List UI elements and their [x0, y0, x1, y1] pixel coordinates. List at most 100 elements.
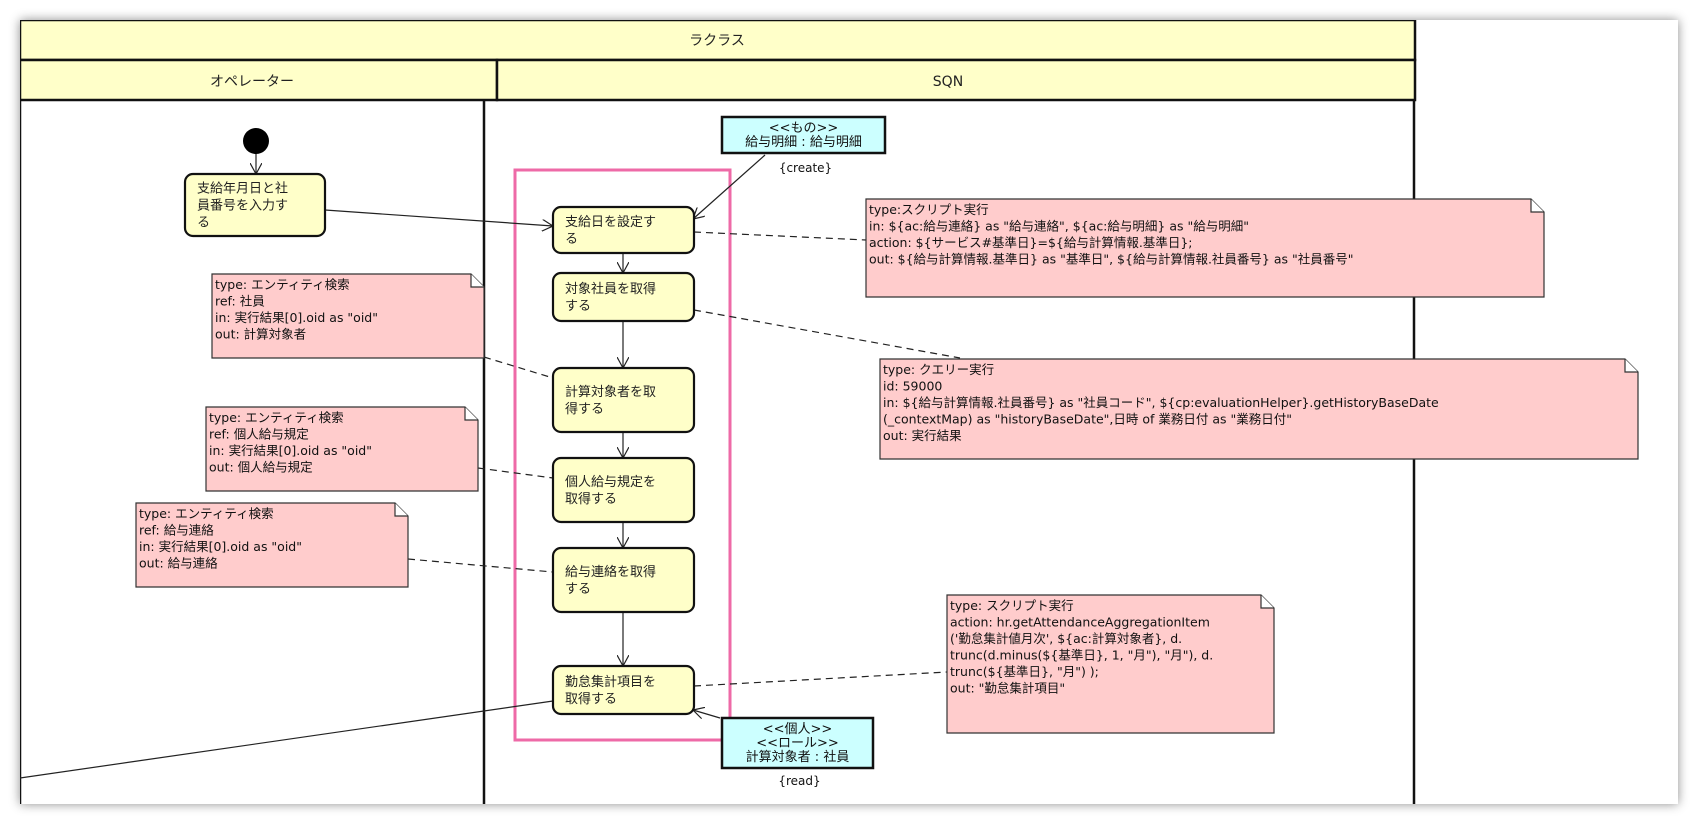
action-box [551, 205, 696, 255]
note-fold [470, 274, 484, 288]
flow-input-to-set-payday [324, 209, 553, 226]
highlight-frame [513, 168, 732, 742]
note-fold [394, 503, 408, 517]
note-body [135, 502, 409, 588]
action-label: 個人給与規定を [565, 475, 656, 490]
note-link-entity-rule [477, 467, 554, 479]
action-label: する [565, 299, 591, 314]
note-line: out: 給与連絡 [139, 556, 218, 571]
note-line: in: 実行結果[0].oid as "oid" [215, 310, 378, 325]
lane-header-sqn [495, 58, 1417, 102]
flow-payslip-to-set-payday [693, 154, 766, 219]
note-link-entity-employee [483, 356, 554, 379]
action-box [551, 271, 696, 323]
note-line: type: スクリプト実行 [950, 598, 1074, 613]
action-label: 得する [565, 401, 604, 417]
action-label: 取得する [565, 691, 617, 707]
action-label: 支給年月日と社 [197, 181, 288, 197]
note-line: in: 実行結果[0].oid as "oid" [209, 443, 372, 458]
note-body [865, 198, 1545, 298]
initial-node [243, 128, 269, 154]
note-fold [1530, 199, 1544, 213]
objects: <<もの>>給与明細 : 給与明細{create}<<個人>><<ロール>>計算… [720, 115, 887, 788]
note-line: out: "勤怠集計項目" [950, 681, 1065, 696]
note-line: trunc(${基準日}, "月") ); [950, 664, 1099, 679]
action-label: 勤怠集計項目を [565, 674, 656, 690]
note-fold [1260, 595, 1274, 609]
note-line: out: 実行結果 [883, 428, 962, 443]
action-label: 計算対象者を取 [565, 384, 656, 400]
note-line: action: hr.getAttendanceAggregationItem [950, 615, 1210, 630]
object-label: <<もの>> [769, 121, 839, 136]
note-link-script-1 [693, 231, 867, 241]
action-box [551, 456, 696, 524]
object-label: 給与明細 : 給与明細 [745, 135, 862, 150]
object-box [720, 115, 887, 155]
object-payslip[interactable]: <<もの>>給与明細 : 給与明細 {create} [720, 115, 887, 175]
note-line: in: ${ac:給与連絡} as "給与連絡", ${ac:給与明細} as … [869, 219, 1249, 234]
action-label: する [565, 582, 591, 597]
note-line: trunc(d.minus(${基準日}, 1, "月"), "月"), d. [950, 648, 1213, 663]
note-line: type: エンティティ検索 [209, 410, 344, 425]
note-line: type: クエリー実行 [883, 362, 994, 377]
action-label: る [565, 232, 578, 247]
note-line: (_contextMap) as "historyBaseDate",日時 of… [883, 412, 1292, 427]
pool-title: ラクラス [689, 33, 745, 49]
note-line: in: ${給与計算情報.社員番号} as "社員コード", ${cp:eval… [883, 395, 1439, 410]
object-label: 計算対象者 : 社員 [746, 749, 850, 765]
diagram-page: ラクラス オペレーター SQN 支給年月日と社員番号を入 [20, 20, 1678, 804]
note-line: out: ${給与計算情報.基準日} as "基準日", ${給与計算情報.社員… [869, 252, 1354, 267]
note-link-script-2 [693, 671, 948, 687]
note-line: ref: 個人給与規定 [209, 427, 309, 442]
lane-title-operator: オペレーター [210, 74, 294, 90]
note-fold [464, 407, 478, 421]
note-line: type: エンティティ検索 [139, 506, 274, 521]
action-label: 支給日を設定す [565, 214, 656, 230]
object-constraint: {read} [778, 774, 820, 788]
note-line: id: 59000 [883, 379, 942, 394]
action-box [183, 172, 327, 238]
action-box [551, 546, 696, 614]
action-box [551, 366, 696, 434]
note-fold [1624, 359, 1638, 373]
object-box [720, 716, 875, 770]
action-label: 給与連絡を取得 [565, 564, 656, 580]
action-label: 取得する [565, 491, 617, 507]
object-constraint: {create} [779, 161, 832, 175]
actions: 支給年月日と社員番号を入力する支給日を設定する対象社員を取得する計算対象者を取得… [183, 172, 696, 716]
note-line: out: 個人給与規定 [209, 460, 313, 475]
action-label: 員番号を入力す [197, 199, 288, 214]
note-body [205, 406, 479, 492]
note-line: in: 実行結果[0].oid as "oid" [139, 539, 302, 554]
note-line: ('勤怠集計値月次', ${ac:計算対象者}, d. [950, 631, 1182, 646]
note-line: type: エンティティ検索 [215, 277, 350, 292]
lane-title-sqn: SQN [933, 74, 963, 90]
note-line: ref: 給与連絡 [139, 523, 214, 538]
connectors [20, 152, 961, 779]
note-body [211, 273, 485, 359]
flow-target-to-attendance [693, 710, 721, 718]
flow-attendance-out [20, 700, 554, 779]
note-body [879, 358, 1639, 460]
action-label: 対象社員を取得 [565, 281, 656, 297]
action-box [551, 664, 696, 716]
note-link-query [693, 309, 961, 359]
pool-header [20, 20, 1417, 62]
action-label: る [197, 216, 210, 231]
object-target-person[interactable]: <<個人>><<ロール>>計算対象者 : 社員{read} [720, 716, 875, 788]
note-script-2: type: スクリプト実行 action: hr.getAttendanceAgg… [946, 594, 1275, 734]
swimlane-pool: ラクラス オペレーター SQN [20, 20, 1417, 804]
object-label: <<個人>> [763, 722, 833, 737]
